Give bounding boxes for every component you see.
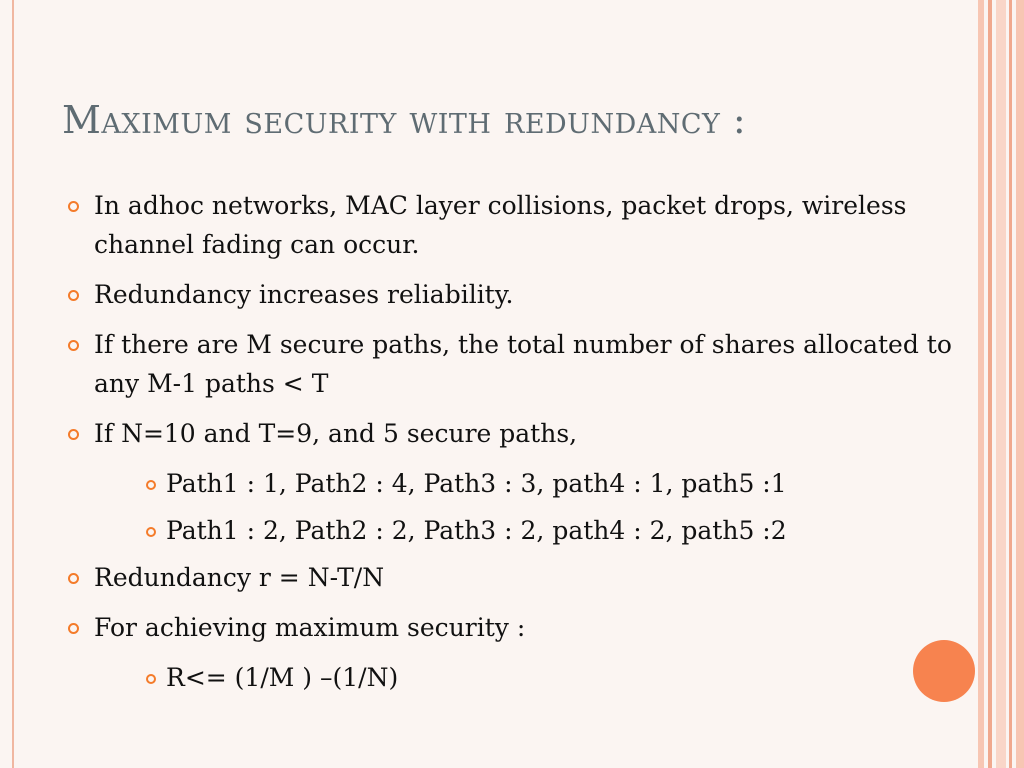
bullet-text: Redundancy increases reliability. — [94, 280, 514, 309]
bullet-circle-icon — [68, 290, 79, 301]
bullet-circle-icon — [68, 201, 79, 212]
left-border-line — [12, 0, 14, 768]
bullet-circle-icon — [146, 480, 156, 490]
stripe-4 — [1009, 0, 1012, 768]
sub-bullet-item: R<= (1/M ) –(1/N) — [62, 658, 982, 697]
bullet-item: If there are M secure paths, the total n… — [62, 325, 982, 403]
bullet-item: In adhoc networks, MAC layer collisions,… — [62, 186, 982, 264]
bullet-item: Redundancy increases reliability. — [62, 275, 982, 314]
bullet-text: Redundancy r = N-T/N — [94, 563, 385, 592]
bullet-list: In adhoc networks, MAC layer collisions,… — [62, 186, 982, 705]
bullet-circle-icon — [68, 429, 79, 440]
bullet-circle-icon — [68, 623, 79, 634]
bullet-circle-icon — [146, 527, 156, 537]
bullet-text: Path1 : 1, Path2 : 4, Path3 : 3, path4 :… — [166, 469, 787, 498]
bullet-item: If N=10 and T=9, and 5 secure paths, — [62, 414, 982, 453]
bullet-text: If there are M secure paths, the total n… — [94, 330, 952, 398]
bullet-text: For achieving maximum security : — [94, 613, 526, 642]
bullet-text: If N=10 and T=9, and 5 secure paths, — [94, 419, 578, 448]
bullet-circle-icon — [146, 674, 156, 684]
stripe-2 — [988, 0, 992, 768]
bullet-item: Redundancy r = N-T/N — [62, 558, 982, 597]
stripe-3 — [996, 0, 1006, 768]
bullet-item: For achieving maximum security : — [62, 608, 982, 647]
sub-bullet-item: Path1 : 2, Path2 : 2, Path3 : 2, path4 :… — [62, 511, 982, 550]
stripe-1 — [978, 0, 984, 768]
slide-title: Maximum security with redundancy : — [62, 98, 747, 142]
bullet-text: R<= (1/M ) –(1/N) — [166, 663, 399, 692]
stripe-5 — [1016, 0, 1024, 768]
bullet-circle-icon — [68, 573, 79, 584]
bullet-text: Path1 : 2, Path2 : 2, Path3 : 2, path4 :… — [166, 516, 787, 545]
sub-bullet-item: Path1 : 1, Path2 : 4, Path3 : 3, path4 :… — [62, 464, 982, 503]
decorative-orange-circle — [913, 640, 975, 702]
bullet-circle-icon — [68, 340, 79, 351]
bullet-text: In adhoc networks, MAC layer collisions,… — [94, 191, 907, 259]
right-decorative-stripes — [978, 0, 1024, 768]
